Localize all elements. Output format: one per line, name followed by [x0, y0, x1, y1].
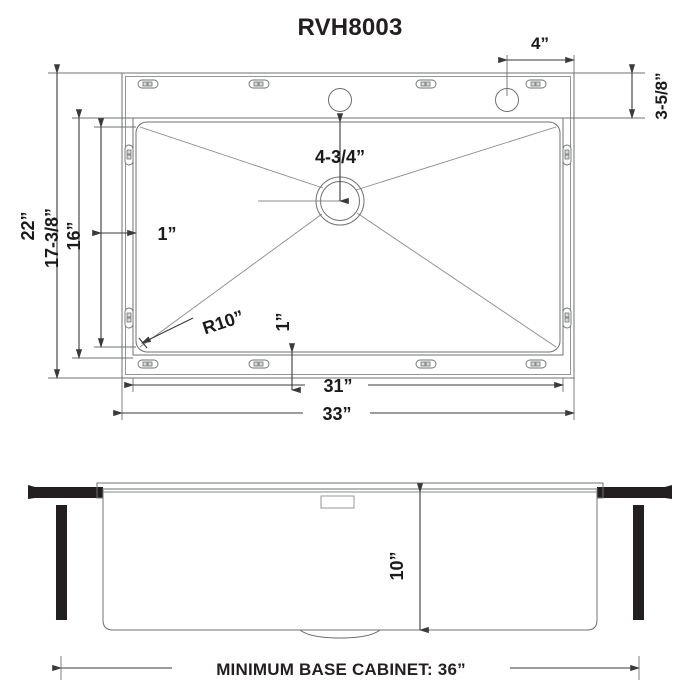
dimension-rim-bottom: 1” [273, 312, 301, 394]
clip-top-1 [137, 79, 159, 89]
top-view-group: 4” 3-5/8” 22” 17-3/8” [18, 34, 671, 424]
dimension-side-depth: 10” [387, 483, 429, 634]
clip-bottom-4 [525, 359, 547, 369]
dim-r10-label: R10” [200, 306, 246, 338]
dim-1in-left-label: 1” [157, 224, 176, 244]
dim-31in-label: 31” [323, 376, 352, 396]
dim-1in-bottom-label: 1” [273, 312, 293, 331]
sink-body-profile [102, 489, 598, 631]
dimension-bowl-width: 31” [124, 376, 565, 396]
dim-16in-label: 16” [64, 221, 84, 250]
mounting-clips-top [137, 79, 547, 89]
dimension-overall-depth: 22” [18, 64, 122, 380]
side-view-drain-bump [299, 629, 381, 639]
base-cabinet-caption-group: MINIMUM BASE CABINET: 36” [52, 656, 641, 680]
dimension-inner-depth: 17-3/8” [42, 109, 133, 360]
basin-slope-lines [139, 126, 557, 348]
dimension-rear-deck: 3-5/8” [563, 64, 671, 120]
faucet-hole-center [328, 88, 352, 112]
dim-33in-label: 33” [322, 404, 351, 424]
dimension-faucet-offset: 4” [498, 34, 576, 96]
clip-left-lower [124, 307, 134, 329]
clip-left-upper [124, 144, 134, 166]
sink-outer-deck [121, 72, 575, 379]
countertop-left [28, 485, 103, 620]
dimension-corner-radius: R10” [138, 306, 246, 349]
mounting-clips-sides [124, 144, 572, 329]
dim-4-3-4-label: 4-3/4” [315, 147, 365, 167]
dim-22in-label: 22” [18, 211, 38, 240]
clip-bottom-1 [137, 359, 159, 369]
overflow-plate [320, 495, 355, 509]
clip-top-3 [415, 79, 437, 89]
dimension-bowl-depth: 16” [64, 118, 136, 349]
side-view-group: 10” MINIMUM BASE CABINET: 36” [28, 482, 672, 680]
dimension-drain-offset: 4-3/4” [315, 113, 365, 205]
clip-right-lower [562, 307, 572, 329]
clip-top-4 [525, 79, 547, 89]
dimension-overall-width: 33” [113, 378, 576, 424]
clip-right-upper [562, 144, 572, 166]
dim-10in-label: 10” [387, 551, 407, 580]
countertop-right [597, 485, 672, 620]
clip-bottom-2 [248, 359, 270, 369]
mounting-clips-bottom [137, 359, 547, 369]
dim-17-3-8-label: 17-3/8” [42, 208, 62, 268]
clip-top-2 [248, 79, 270, 89]
dimension-rim-left: 1” [92, 224, 177, 244]
sink-deck-inner-edge [125, 76, 571, 375]
page-title: RVH8003 [297, 14, 403, 41]
clip-bottom-3 [415, 359, 437, 369]
dim-4in-label: 4” [531, 34, 549, 53]
dim-3-5-8-label: 3-5/8” [652, 72, 671, 119]
base-cabinet-caption: MINIMUM BASE CABINET: 36” [216, 660, 466, 679]
